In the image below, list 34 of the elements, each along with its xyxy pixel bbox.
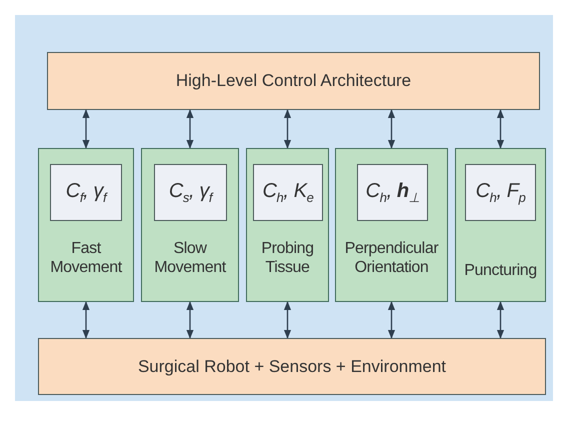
box-label: High-Level Control Architecture <box>176 71 412 91</box>
box-label: Surgical Robot + Sensors + Environment <box>138 356 446 376</box>
parameter-label: C$_{f}$, γ$_{f}$ <box>64 179 109 206</box>
arrow <box>388 301 396 339</box>
mode-box <box>141 148 239 302</box>
mode-box <box>38 148 134 302</box>
mode-label: Slow Movement <box>153 239 228 278</box>
mode-label: Puncturing <box>463 261 538 280</box>
mode-box <box>455 148 546 302</box>
parameter-box <box>253 164 323 221</box>
arrow <box>284 109 292 149</box>
mode-box <box>335 148 448 302</box>
arrow <box>496 301 504 339</box>
arrow <box>82 301 90 339</box>
arrow <box>186 301 194 339</box>
parameter-box <box>50 164 122 221</box>
parameter-label: C$_{s}$, γ$_{f}$ <box>168 179 214 206</box>
parameter-box <box>465 164 536 221</box>
parameter-box <box>357 164 428 221</box>
mode-label: Fast Movement <box>49 239 124 278</box>
parameter-label: C$_{h}$, h$_{⊥}$ <box>364 179 420 206</box>
mode-label: Perpendicular Orientation <box>344 239 440 278</box>
process-box <box>47 52 540 110</box>
process-box <box>38 338 546 395</box>
parameter-box <box>154 164 227 221</box>
parameter-label: C$_{h}$, K$_{e}$ <box>262 179 314 206</box>
parameter-label: C$_{h}$, F$_{p}$ <box>474 179 526 206</box>
arrow <box>388 109 396 149</box>
arrow <box>496 109 504 149</box>
mode-label: Probing Tissue <box>260 239 315 278</box>
arrow <box>186 109 194 149</box>
arrow <box>284 301 292 339</box>
mode-box <box>246 148 329 302</box>
arrow <box>82 109 90 149</box>
